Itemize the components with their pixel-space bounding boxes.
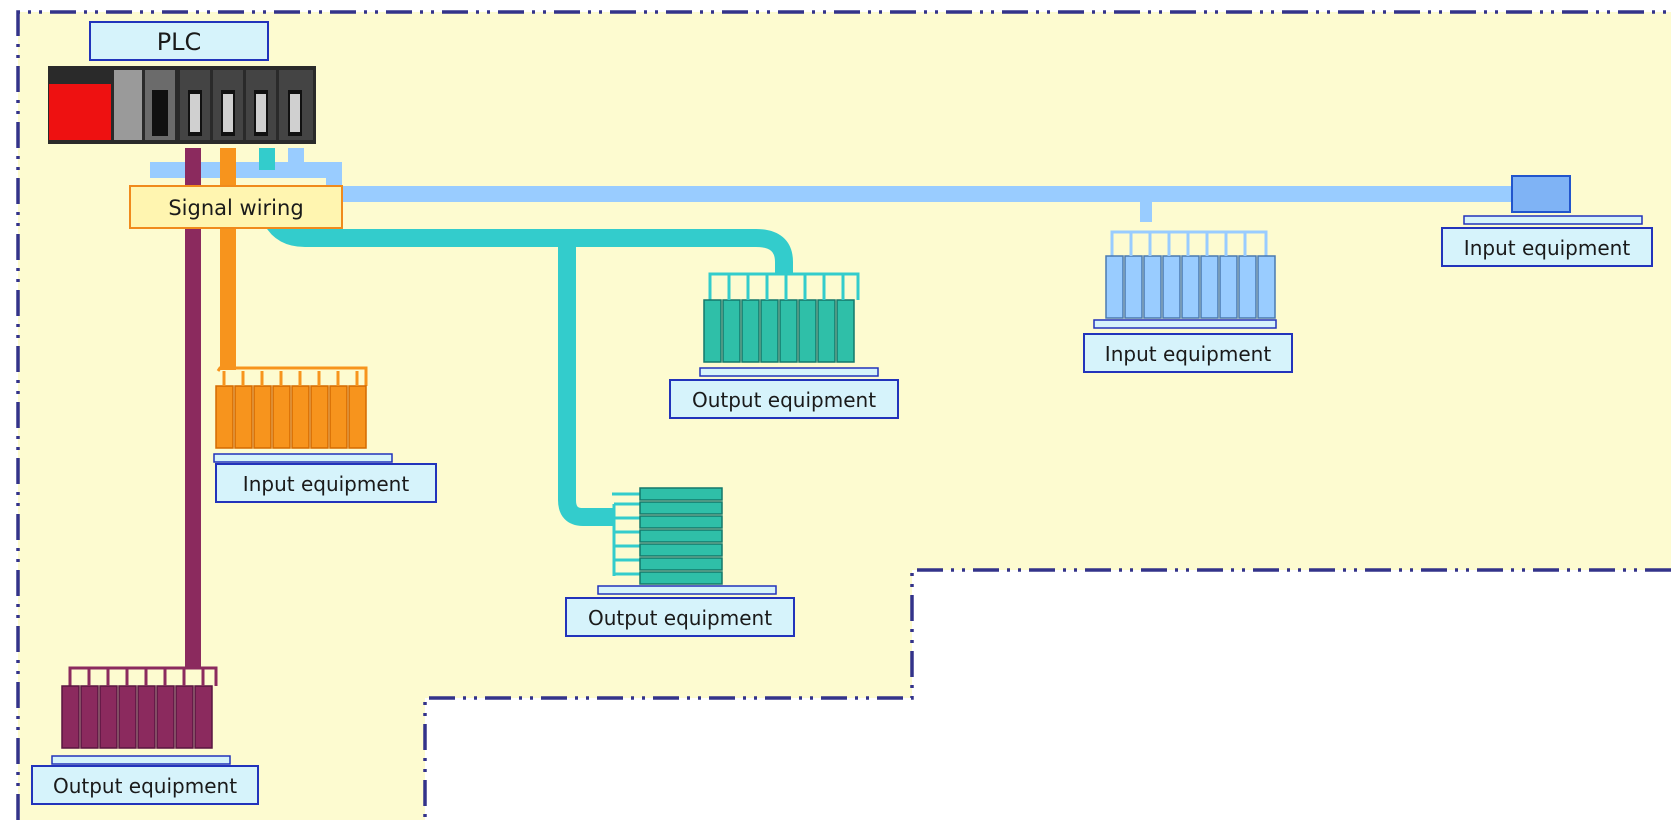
output-equipment-teal-upper: Output equipment: [669, 272, 899, 419]
input-equipment-lightblue-middle: Input equipment: [1083, 230, 1293, 373]
plc-cpu-module: [114, 70, 142, 140]
orange-device-stack: [215, 385, 367, 449]
plc-io-modules: [180, 70, 313, 140]
teal-device-stack-upper: [703, 299, 855, 363]
plc-title: PLC: [157, 28, 202, 56]
output-equipment-label-3: Output equipment: [588, 606, 772, 630]
teal-device-stack-lower: [639, 487, 723, 585]
output-equipment-label-2: Output equipment: [692, 388, 876, 412]
plant-area-boundary: [16, 10, 1671, 820]
wire-teal: [259, 148, 793, 526]
signal-wiring-box: Signal wiring: [129, 185, 343, 229]
lightblue-sensor: [1511, 175, 1571, 213]
output-equipment-teal-lower: Output equipment: [565, 487, 795, 637]
plc-title-box: PLC: [89, 21, 269, 61]
input-equipment-label-3: Input equipment: [1464, 236, 1631, 260]
output-equipment-label-1: Output equipment: [53, 774, 237, 798]
input-equipment-label-1: Input equipment: [243, 472, 410, 496]
plc-power-module: [49, 84, 111, 140]
input-equipment-label-2: Input equipment: [1105, 342, 1272, 366]
input-equipment-orange: Input equipment: [213, 366, 437, 503]
input-equipment-lightblue-right: Input equipment: [1441, 175, 1653, 267]
signal-wiring-label: Signal wiring: [168, 196, 303, 220]
wire-lightblue: [150, 148, 1560, 222]
lightblue-device-stack: [1105, 255, 1276, 319]
plc-rack: [48, 66, 316, 144]
output-equipment-purple: Output equipment: [31, 666, 259, 805]
